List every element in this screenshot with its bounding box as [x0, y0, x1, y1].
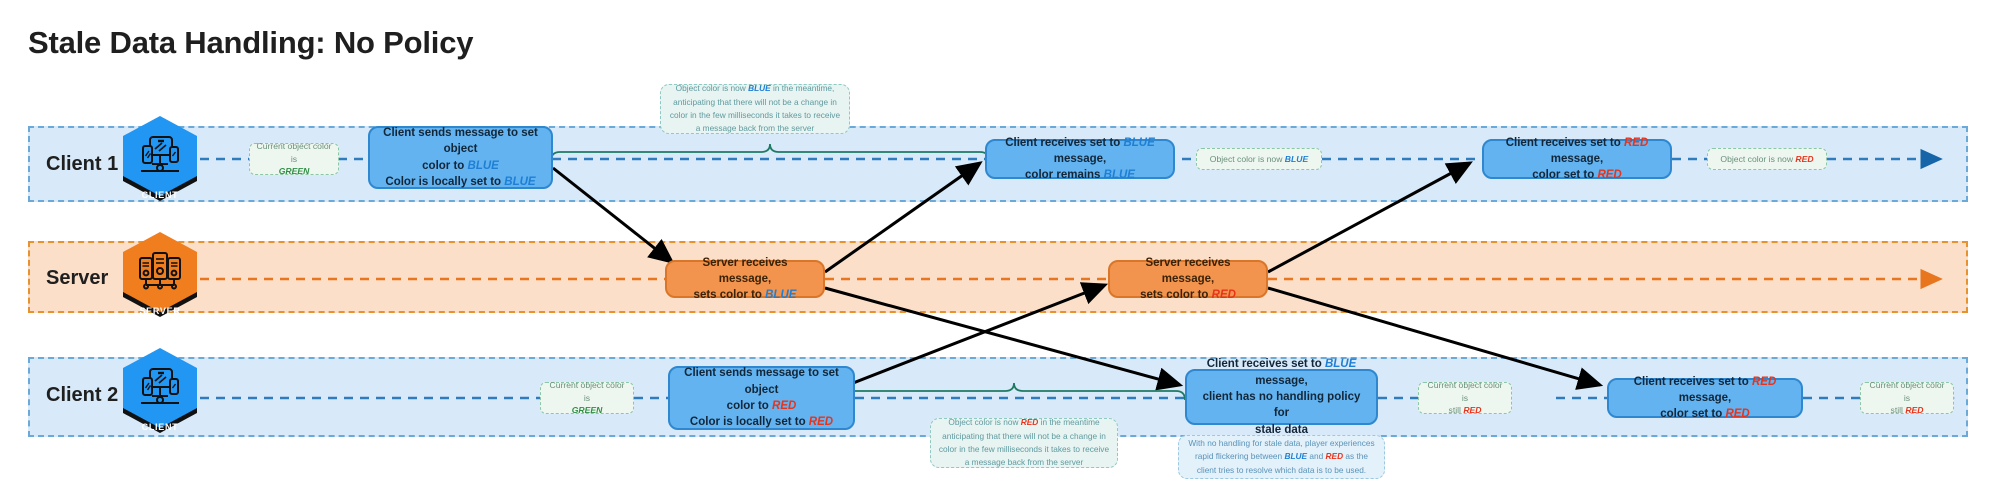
note-text: Current object color is: [1427, 379, 1503, 403]
box-line-2-pre: sets color to: [1140, 289, 1212, 302]
client2-node-badge: CLIENT: [141, 422, 179, 432]
client2-box-receive-red[interactable]: Client receives set to RED message, colo…: [1607, 375, 1803, 421]
box-line-1: Server receives message,: [1145, 256, 1231, 285]
box-line-2: client has no handling policy for: [1202, 390, 1361, 420]
server-node-badge: SERVER: [139, 306, 181, 316]
note-value: RED: [1463, 405, 1482, 416]
server-node-icon: SERVER: [123, 232, 197, 317]
client2-note-still-red-2: Current object color is still RED: [1860, 379, 1954, 416]
box-line-2-value: RED: [1725, 408, 1750, 421]
client2-callout-red-meantime: Object color is now RED in the meantime …: [930, 417, 1118, 468]
client1-callout-blue-meantime: Object color is now BLUE in the meantime…: [660, 83, 850, 134]
note-value: RED: [1795, 153, 1814, 164]
note-text: Object color is now: [1209, 153, 1285, 164]
box-line-1-post: message,: [1678, 391, 1732, 404]
box-line-1-post: message,: [1053, 152, 1107, 165]
box-line-1-pre: Client receives set to: [1505, 136, 1624, 149]
box-line-3-pre: Color is locally set to: [689, 416, 809, 429]
client2-note-start: Current object color is GREEN: [540, 379, 634, 416]
client1-node-icon: CLIENT: [123, 116, 197, 201]
box-line-1-value: BLUE: [1123, 136, 1155, 149]
client2-node-icon: CLIENT: [123, 348, 197, 433]
box-line-1-value: BLUE: [1324, 358, 1357, 371]
note-text: Current object color is: [1869, 379, 1945, 403]
callout-post: in the meantime anticipating that there …: [938, 417, 1110, 468]
note-value: BLUE: [1284, 153, 1309, 164]
box-line-2-value: BLUE: [1103, 169, 1135, 182]
box-line-2-pre: color to: [422, 159, 468, 172]
callout-mid: and: [1307, 451, 1326, 462]
callout-value: BLUE: [748, 83, 771, 94]
client1-note-now-blue: Object color is now BLUE: [1196, 148, 1322, 170]
box-line-2-pre: color set to: [1660, 408, 1726, 421]
box-line-2-pre: color to: [726, 400, 773, 412]
box-line-3-value: BLUE: [504, 175, 536, 188]
server-box-set-red[interactable]: Server receives message, sets color to R…: [1108, 256, 1268, 302]
box-line-1: Client sends message to set object: [383, 126, 538, 156]
note-text: Object color is now: [1720, 153, 1796, 164]
box-line-2-value: RED: [1597, 169, 1622, 182]
client1-note-now-red: Object color is now RED: [1707, 148, 1827, 170]
note-text: Current object color is: [256, 140, 332, 164]
box-line-3-value: RED: [808, 416, 834, 429]
box-line-1-value: RED: [1623, 136, 1649, 149]
note-pre: still: [1890, 405, 1906, 416]
client2-box-receive-blue-stale[interactable]: Client receives set to BLUE message, cli…: [1185, 358, 1378, 436]
note-value: RED: [1905, 405, 1924, 416]
callout-pre: Object color is now: [675, 83, 749, 94]
client1-box-receive-red[interactable]: Client receives set to RED message, colo…: [1482, 136, 1672, 182]
client2-box-send-red[interactable]: Client sends message to set object color…: [668, 366, 855, 430]
box-line-1-value: RED: [1751, 375, 1777, 388]
box-line-1: Client sends message to set object: [684, 367, 839, 396]
note-pre: still: [1448, 405, 1464, 416]
callout-value: RED: [1020, 417, 1039, 428]
box-line-2-pre: color set to: [1532, 169, 1598, 182]
client1-box-receive-blue[interactable]: Client receives set to BLUE message, col…: [985, 136, 1175, 182]
callout-post: in the meantime, anticipating that there…: [669, 83, 841, 134]
box-line-2-pre: sets color to: [693, 289, 766, 302]
box-line-2-value: RED: [772, 400, 797, 412]
client-desktop-icon: [123, 361, 197, 413]
client2-note-still-red-1: Current object color is still RED: [1418, 379, 1512, 416]
box-line-1-pre: Client receives set to: [1206, 358, 1325, 371]
box-line-1-post: message,: [1550, 152, 1604, 165]
box-line-2-pre: color remains: [1025, 169, 1104, 182]
box-line-1: Server receives message,: [702, 256, 788, 285]
box-line-1-pre: Client receives set to: [1005, 136, 1124, 149]
callout-post: as the client tries to resolve which dat…: [1196, 451, 1368, 475]
box-line-3-pre: Color is locally set to: [385, 175, 505, 188]
box-line-1-pre: Client receives set to: [1633, 375, 1752, 388]
note-text: Current object color is: [549, 379, 625, 403]
server-rack-icon: [123, 245, 197, 297]
callout-pre: With no handling for stale data, player …: [1188, 437, 1375, 462]
client-desktop-icon: [123, 129, 197, 181]
box-line-3: stale data: [1254, 423, 1309, 436]
client1-note-start: Current object color is GREEN: [249, 140, 339, 177]
box-line-2-value: RED: [1211, 289, 1236, 302]
page-title: Stale Data Handling: No Policy: [28, 25, 474, 60]
box-line-2-value: BLUE: [765, 289, 797, 302]
client1-box-send-blue[interactable]: Client sends message to set object color…: [368, 126, 553, 189]
server-box-set-blue[interactable]: Server receives message, sets color to B…: [665, 256, 825, 302]
box-line-2-value: BLUE: [467, 159, 499, 172]
box-line-1-post: message,: [1255, 374, 1308, 387]
lane-label-client2: Client 2: [46, 384, 119, 406]
note-value: GREEN: [571, 405, 603, 416]
callout-value-blue: BLUE: [1284, 451, 1308, 462]
note-value: GREEN: [278, 166, 310, 177]
callout-pre: Object color is now: [948, 417, 1021, 428]
client1-node-badge: CLIENT: [141, 190, 179, 200]
callout-value-red: RED: [1325, 451, 1344, 462]
client2-callout-flicker: With no handling for stale data, player …: [1178, 435, 1385, 479]
lane-label-server: Server: [46, 267, 109, 289]
lane-band-server: [28, 241, 1968, 313]
lane-label-client1: Client 1: [46, 153, 119, 175]
